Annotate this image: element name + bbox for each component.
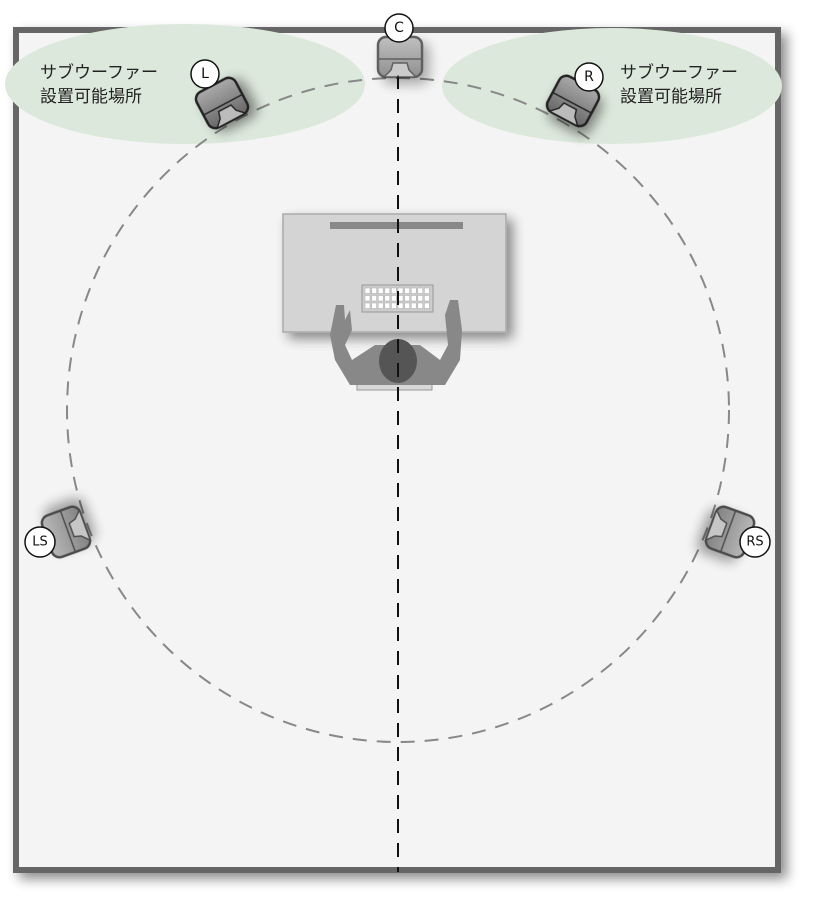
keyboard-key	[410, 295, 417, 302]
subwoofer-zone-right	[442, 28, 782, 144]
zone-right-label-line2: 設置可能場所	[620, 87, 722, 107]
tag-center: C	[384, 13, 414, 43]
keyboard-key	[397, 287, 404, 294]
tag-text: RS	[746, 535, 763, 550]
keyboard-key	[377, 287, 384, 294]
keyboard-key	[371, 302, 377, 309]
keyboard-key	[404, 295, 410, 302]
keyboard-key	[384, 302, 391, 309]
keyboard-key	[404, 302, 410, 309]
keyboard-key	[364, 295, 371, 302]
keyboard-key	[404, 287, 410, 294]
keyboard-key	[364, 302, 371, 309]
keyboard-key	[417, 295, 424, 302]
keyboard-key	[410, 302, 417, 309]
keyboard-key	[424, 302, 430, 309]
keyboard-key	[377, 295, 384, 302]
desk	[282, 213, 507, 333]
keyboard-key	[364, 287, 371, 294]
keyboard-key	[384, 287, 391, 294]
keyboard-key	[391, 287, 397, 294]
subwoofer-zone-left	[5, 24, 365, 144]
zone-right-label-line1: サブウーファー	[620, 62, 738, 83]
tag-left-surround: LS	[24, 526, 56, 558]
zone-left-label-line2: 設置可能場所	[40, 87, 142, 107]
speaker-center	[376, 35, 424, 79]
keyboard-key	[391, 295, 397, 302]
keyboard-key	[377, 302, 384, 309]
keyboard-key	[371, 287, 377, 294]
keyboard-key	[410, 287, 417, 294]
tag-right: R	[574, 62, 604, 92]
tag-right-surround: RS	[739, 526, 771, 558]
keyboard-key	[424, 295, 430, 302]
listener	[330, 300, 462, 385]
head	[379, 339, 417, 383]
tag-text: L	[201, 66, 209, 82]
tag-text: R	[584, 69, 594, 85]
keyboard-key	[397, 302, 404, 309]
keyboard-key	[371, 295, 377, 302]
tag-left: L	[190, 59, 220, 89]
tag-text: C	[394, 20, 404, 36]
keyboard-key	[424, 287, 430, 294]
zone-left-label-line1: サブウーファー	[40, 62, 158, 83]
tag-text: LS	[32, 535, 48, 550]
keyboard-key	[384, 295, 391, 302]
keyboard-key	[391, 302, 397, 309]
keyboard-key	[417, 287, 424, 294]
keyboard-key	[417, 302, 424, 309]
monitor	[330, 222, 463, 229]
